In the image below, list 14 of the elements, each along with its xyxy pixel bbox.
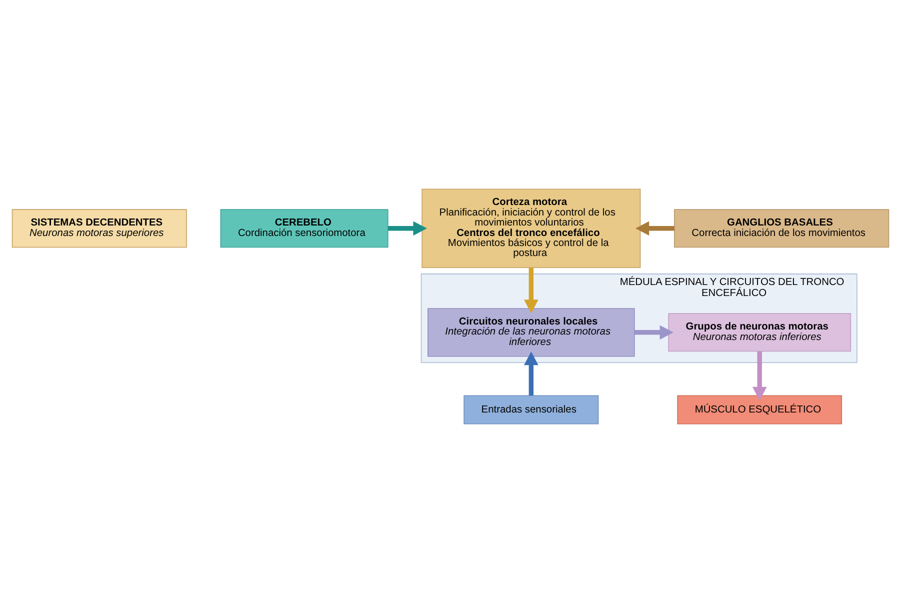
node-box: CEREBELO Cordinación sensoriomotora (220, 209, 388, 248)
node-box: Grupos de neuronas motoras Neuronas motoras inferiores (668, 313, 852, 352)
node-box: GANGLIOS BASALES Correcta iniciación de los movimientos (674, 209, 890, 248)
arrow (752, 352, 767, 401)
node-box: MÚSCULO ESQUELÉTICO (677, 395, 842, 424)
node-box: Corteza motora Planificación, iniciación y control de los movimientos voluntarios Centros del tronco encefálico Movimientos básicos y control de la postura (422, 188, 641, 268)
node-box: Entradas sensoriales (464, 395, 599, 424)
arrow (524, 351, 538, 396)
arrow (524, 268, 538, 314)
arrow (388, 221, 427, 236)
arrow (634, 325, 674, 340)
node-box: SISTEMAS DECENDENTES Neuronas motoras superiores (12, 209, 187, 248)
arrow (635, 221, 674, 236)
node-box: Circuitos neuronales locales Integración de las neuronas motoras inferiores (428, 308, 635, 357)
